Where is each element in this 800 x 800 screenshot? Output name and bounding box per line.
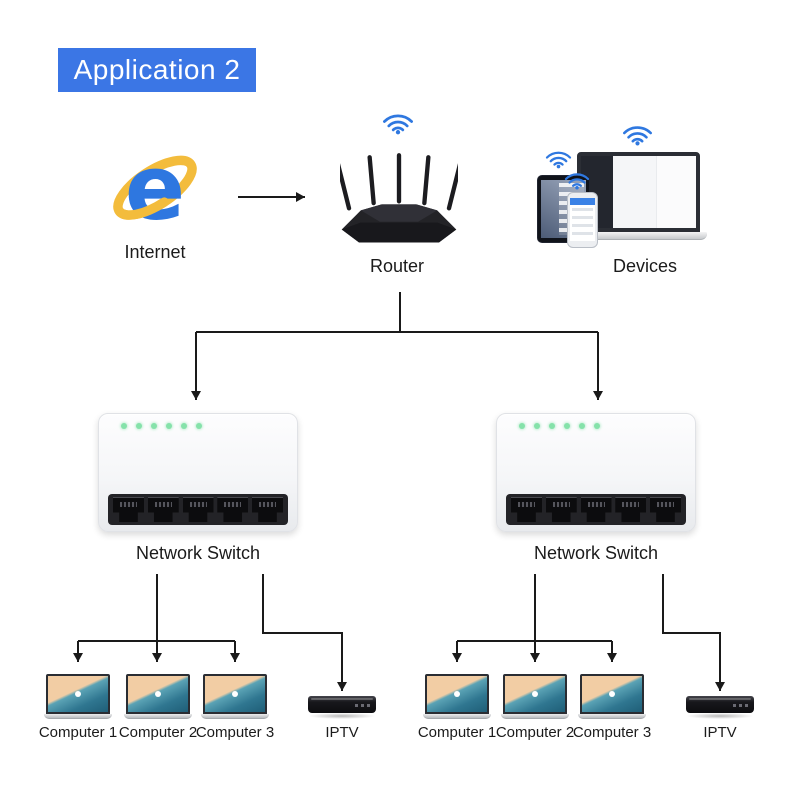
smartphone-screen — [570, 198, 595, 241]
rj45-port — [511, 497, 542, 522]
rj45-port — [147, 497, 179, 522]
router-icon — [340, 153, 458, 243]
led-dot — [519, 423, 525, 429]
rj45-port — [252, 497, 283, 522]
computer-base — [44, 714, 112, 719]
computer-1-left-label: Computer 1 — [38, 724, 118, 741]
ethernet-port-panel — [108, 494, 288, 525]
led-dot — [196, 423, 202, 429]
computer-icon — [201, 674, 269, 719]
internet-label: Internet — [124, 242, 186, 262]
computer-base — [578, 714, 646, 719]
smartphone-icon — [567, 192, 598, 248]
wifi-icon — [564, 173, 590, 190]
apple-dot — [454, 691, 460, 697]
wifi-icon — [545, 151, 572, 169]
computer-icon — [423, 674, 491, 719]
ie-letter-e: e — [125, 137, 185, 235]
router-label: Router — [369, 256, 425, 276]
network-switch-right-icon — [496, 413, 696, 532]
rj45-port — [182, 497, 214, 522]
led-dot — [181, 423, 187, 429]
iptv-right-label: IPTV — [703, 724, 737, 741]
internet-explorer-icon: e — [113, 137, 197, 235]
computer-icon — [578, 674, 646, 719]
led-dot — [534, 423, 540, 429]
computer-2-left-label: Computer 2 — [118, 724, 198, 741]
set-top-box-body — [686, 696, 754, 713]
computer-screen — [126, 674, 190, 714]
computer-base — [201, 714, 269, 719]
rj45-port — [650, 497, 681, 522]
computer-icon — [124, 674, 192, 719]
wifi-icon — [623, 126, 652, 146]
computer-screen — [46, 674, 110, 714]
computer-1-right-label: Computer 1 — [417, 724, 497, 741]
rj45-port — [580, 497, 612, 522]
apple-dot — [609, 691, 615, 697]
rj45-port — [217, 497, 249, 522]
rj45-port — [545, 497, 577, 522]
computer-base — [423, 714, 491, 719]
computer-screen — [503, 674, 567, 714]
apple-dot — [532, 691, 538, 697]
iptv-left-label: IPTV — [325, 724, 359, 741]
rj45-port — [113, 497, 144, 522]
computer-3-right-label: Computer 3 — [572, 724, 652, 741]
computer-base — [501, 714, 569, 719]
laptop-base — [570, 232, 707, 240]
devices-label: Devices — [612, 256, 678, 276]
led-dot — [166, 423, 172, 429]
computer-3-left-label: Computer 3 — [195, 724, 275, 741]
computer-icon — [501, 674, 569, 719]
led-dot — [579, 423, 585, 429]
led-indicators — [121, 423, 202, 429]
led-dot — [121, 423, 127, 429]
apple-dot — [75, 691, 81, 697]
apple-dot — [232, 691, 238, 697]
network-switch-left-icon — [98, 413, 298, 532]
led-indicators — [519, 423, 600, 429]
computer-screen — [203, 674, 267, 714]
wifi-icon — [383, 114, 413, 135]
ethernet-port-panel — [506, 494, 686, 525]
application-banner: Application 2 — [58, 48, 256, 92]
computer-screen — [580, 674, 644, 714]
devices-cluster-icon — [535, 120, 740, 252]
led-dot — [136, 423, 142, 429]
rj45-port — [615, 497, 647, 522]
iptv-set-top-box-icon — [686, 696, 754, 719]
set-top-box-body — [308, 696, 376, 713]
computer-2-right-label: Computer 2 — [495, 724, 575, 741]
network-switch-left-label: Network Switch — [135, 543, 261, 563]
apple-dot — [155, 691, 161, 697]
iptv-set-top-box-icon — [308, 696, 376, 719]
network-switch-right-label: Network Switch — [533, 543, 659, 563]
led-dot — [594, 423, 600, 429]
led-dot — [549, 423, 555, 429]
computer-base — [124, 714, 192, 719]
computer-screen — [425, 674, 489, 714]
led-dot — [564, 423, 570, 429]
led-dot — [151, 423, 157, 429]
computer-icon — [44, 674, 112, 719]
